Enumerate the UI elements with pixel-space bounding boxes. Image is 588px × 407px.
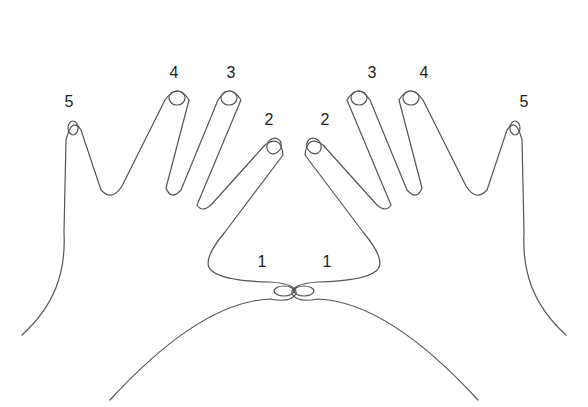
finger-number: 4	[170, 65, 179, 81]
finger-number: 2	[321, 112, 330, 128]
finger-number: 5	[520, 94, 529, 110]
finger-number: 4	[420, 65, 429, 81]
finger-number: 5	[65, 94, 74, 110]
finger-number: 3	[227, 65, 236, 81]
finger-number: 3	[368, 65, 377, 81]
finger-number: 2	[265, 112, 274, 128]
finger-number: 1	[258, 254, 267, 270]
finger-number: 1	[323, 254, 332, 270]
